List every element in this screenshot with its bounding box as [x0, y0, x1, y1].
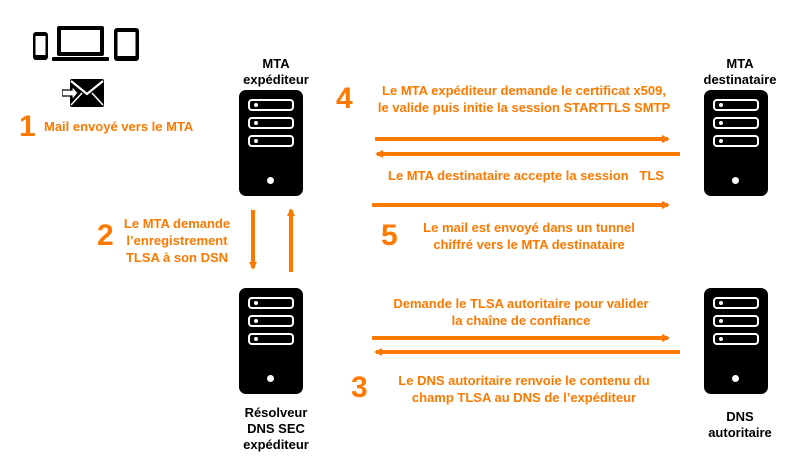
tablet-icon	[114, 28, 139, 61]
step-5-text: Le mail est envoyé dans un tunnel chiffr…	[423, 220, 635, 252]
devices-group	[33, 26, 139, 61]
step-1-number: 1	[19, 110, 36, 143]
mta-receiver-label: MTA destinataire	[703, 56, 777, 87]
tls-accept-text: Le MTA destinataire accepte la session T…	[388, 168, 664, 183]
step-4-text: Le MTA expéditeur demande le certificat …	[377, 83, 671, 115]
server-icon	[704, 288, 768, 394]
tlsa-request-text: Demande le TLSA autoritaire pour valider…	[393, 296, 649, 328]
step-5-number: 5	[381, 219, 398, 252]
step-3-number: 3	[351, 371, 368, 404]
step-4-number: 4	[336, 82, 353, 115]
server-icon	[239, 90, 303, 196]
step-2-text: Le MTA demande l’enregistrement TLSA à s…	[123, 216, 231, 265]
resolver-label: Résolveur DNS SEC expéditeur	[243, 405, 309, 452]
dns-auth-label: DNS autoritaire	[708, 409, 772, 440]
step-3-text: Le DNS autoritaire renvoie le contenu du…	[398, 373, 650, 405]
mail-send-icon	[62, 79, 104, 107]
step-1-text: Mail envoyé vers le MTA	[44, 119, 194, 134]
step-2-number: 2	[97, 219, 114, 252]
server-icon	[239, 288, 303, 394]
server-icon	[704, 90, 768, 196]
mta-sender-label: MTA expéditeur	[243, 56, 309, 87]
laptop-icon	[52, 26, 109, 61]
phone-icon	[33, 32, 48, 60]
